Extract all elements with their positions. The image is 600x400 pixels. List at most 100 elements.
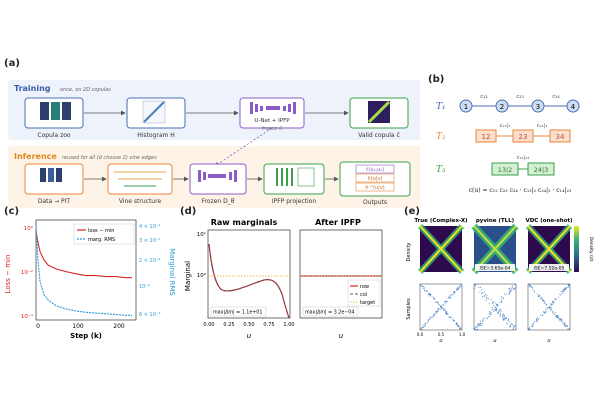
t1-node-3: 3 [536, 103, 540, 111]
sample-point [481, 322, 484, 324]
sample-point [455, 322, 457, 324]
sample-point [437, 308, 439, 310]
sample-point [436, 312, 438, 314]
y-tick-d-0: 10¹ [197, 231, 206, 238]
colorbar-label: Density (σ) [588, 237, 594, 262]
t1-node-2: 2 [500, 103, 504, 111]
sample-point [554, 312, 556, 314]
sample-point [448, 316, 450, 318]
sample-point [554, 298, 556, 300]
sample-point [501, 315, 503, 317]
sample-point [480, 323, 482, 325]
sample-point [499, 312, 502, 314]
series-loss-line [35, 231, 132, 279]
sample-point [489, 313, 491, 315]
panel-d-label: (d) [180, 206, 197, 217]
sample-point [449, 295, 451, 297]
sample-point [459, 327, 461, 329]
panel-e-label: (e) [404, 206, 420, 217]
tree-t1-label: T₁ [436, 102, 446, 112]
sample-point [550, 306, 552, 309]
tree-t2-label: T₂ [436, 132, 446, 142]
label-unet-frozen: frozen θ [262, 126, 282, 132]
sample-point [496, 304, 499, 306]
sample-point [551, 303, 553, 305]
sample-point [552, 300, 554, 302]
legend-loss: loss − min [88, 228, 114, 234]
sample-point [461, 283, 463, 286]
sample-point [567, 325, 569, 327]
t3-edge-14: c₁₄|₂₃ [517, 155, 529, 161]
sample-point [532, 325, 534, 327]
y-tick-d-1: 10⁰ [197, 272, 207, 279]
sample-point [474, 284, 476, 286]
sample-point [550, 308, 553, 310]
box-vine-structure [107, 163, 173, 195]
sample-point [445, 310, 447, 313]
sample-point [504, 316, 506, 318]
sample-point [444, 309, 446, 312]
sample-point [473, 283, 476, 286]
legend-col: col [360, 292, 367, 298]
sample-point [482, 319, 484, 322]
sample-point [444, 301, 446, 303]
sample-point [506, 322, 508, 324]
sample-point [430, 294, 432, 296]
sample-point [421, 328, 423, 331]
sample-point [559, 319, 561, 321]
annot-raw: max|Δm| = 1.1e+01 [213, 310, 262, 316]
box-outputs [339, 161, 411, 197]
sample-point [564, 288, 566, 290]
sample-point [561, 290, 563, 292]
sample-point [444, 312, 446, 314]
sample-point [422, 324, 424, 326]
sample-point [442, 304, 444, 306]
legend-row: row [360, 284, 369, 290]
sample-point [549, 305, 551, 307]
sample-point [432, 316, 434, 318]
sample-point [431, 316, 433, 318]
sample-point [491, 306, 493, 309]
sample-point [443, 310, 445, 312]
sample-point [445, 301, 447, 303]
sample-point [459, 328, 461, 330]
sample-point [502, 318, 504, 321]
sample-point [507, 318, 510, 320]
sample-point [439, 304, 441, 306]
sample-point [484, 296, 486, 298]
series-rms-line [35, 225, 132, 316]
sample-point [475, 285, 477, 287]
frozen-link-arrow [214, 127, 273, 167]
sample-point [502, 297, 504, 299]
sample-point [458, 288, 460, 290]
sample-point [561, 292, 563, 295]
ylabel-left: Loss − min [4, 255, 12, 294]
sample-point [552, 312, 554, 314]
t3-node-13-2: 13|2 [498, 166, 513, 174]
sample-point [419, 328, 421, 331]
sample-point [496, 305, 498, 307]
sample-point [554, 313, 556, 316]
label-histogram: Histogram H [137, 132, 175, 139]
sample-point [453, 291, 455, 293]
box-frozen [189, 163, 247, 195]
sample-point [424, 290, 426, 292]
sample-point [479, 323, 481, 326]
sample-point [510, 323, 512, 325]
sample-point [486, 294, 488, 296]
sample-point [543, 300, 545, 302]
label-outputs: Outputs [363, 199, 387, 206]
sample-point [460, 285, 462, 287]
sample-point [436, 301, 438, 303]
sample-point [565, 288, 567, 290]
sample-point [505, 293, 507, 295]
sample-point [509, 321, 511, 323]
sample-point [558, 296, 560, 298]
series-group-c [35, 225, 132, 316]
e-xt-1: 0.5 [438, 332, 445, 337]
sample-point [532, 322, 534, 324]
box-unet [239, 97, 305, 129]
sample-point [563, 324, 566, 326]
training-title: Training [14, 84, 51, 93]
box-copula-zoo [24, 97, 84, 129]
